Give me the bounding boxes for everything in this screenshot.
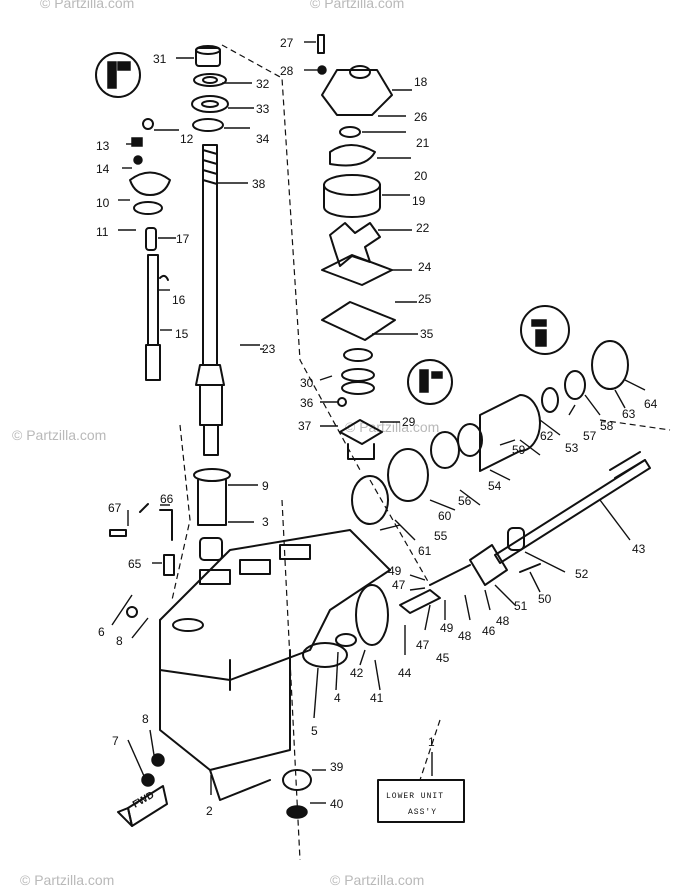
callout-22: 22 bbox=[416, 221, 430, 235]
callout-20: 20 bbox=[414, 169, 428, 183]
callout-35: 35 bbox=[420, 327, 434, 341]
fwd-label: FWD bbox=[131, 790, 156, 811]
callout-7: 7 bbox=[112, 734, 119, 748]
callout-40: 40 bbox=[330, 797, 344, 811]
bearing-stack bbox=[191, 45, 229, 132]
callout-47a: 47 bbox=[392, 578, 406, 592]
callout-27: 27 bbox=[280, 36, 294, 50]
callout-58: 58 bbox=[600, 419, 614, 433]
callout-65: 65 bbox=[128, 557, 142, 571]
callout-45: 45 bbox=[436, 651, 450, 665]
callout-52: 52 bbox=[575, 567, 589, 581]
callout-61: 61 bbox=[418, 544, 432, 558]
drive-shaft bbox=[195, 144, 225, 456]
callout-42: 42 bbox=[350, 666, 364, 680]
callout-44: 44 bbox=[398, 666, 412, 680]
callout-54: 54 bbox=[488, 479, 502, 493]
callout-26: 26 bbox=[414, 110, 428, 124]
callout-49b: 49 bbox=[440, 621, 454, 635]
callout-51: 51 bbox=[514, 599, 528, 613]
callout-28: 28 bbox=[280, 64, 294, 78]
callout-18: 18 bbox=[414, 75, 428, 89]
assembly-label-line1: LOWER UNIT bbox=[386, 792, 444, 801]
callout-8a: 8 bbox=[116, 634, 123, 648]
water-pump-assembly bbox=[317, 34, 453, 460]
callout-64: 64 bbox=[644, 397, 658, 411]
callout-32: 32 bbox=[256, 77, 270, 91]
callout-60: 60 bbox=[438, 509, 452, 523]
callout-62: 62 bbox=[540, 429, 554, 443]
callout-numbers: 2 3 4 5 6 7 8 8 9 10 11 12 13 14 15 16 1… bbox=[96, 36, 658, 818]
callout-56: 56 bbox=[458, 494, 472, 508]
propeller-shaft-assembly bbox=[302, 305, 651, 668]
leader-lines bbox=[111, 41, 646, 804]
watermark-bottom-left: © Partzilla.com bbox=[20, 872, 114, 888]
callout-17: 17 bbox=[176, 232, 190, 246]
callout-67: 67 bbox=[108, 501, 122, 515]
watermark-bottom-center: © Partzilla.com bbox=[330, 872, 424, 888]
callout-4: 4 bbox=[334, 691, 341, 705]
callout-8b: 8 bbox=[142, 712, 149, 726]
callout-41: 41 bbox=[370, 691, 384, 705]
callout-5: 5 bbox=[311, 724, 318, 738]
callout-9: 9 bbox=[262, 479, 269, 493]
callout-34: 34 bbox=[256, 132, 270, 146]
callout-31: 31 bbox=[153, 52, 167, 66]
callout-23: 23 bbox=[262, 342, 276, 356]
callout-50: 50 bbox=[538, 592, 552, 606]
assembly-label-line2: ASS'Y bbox=[408, 808, 437, 817]
callout-1: 1 bbox=[428, 735, 435, 749]
watermark-mid-left: © Partzilla.com bbox=[12, 427, 106, 443]
callout-11: 11 bbox=[96, 225, 109, 239]
callout-47b: 47 bbox=[416, 638, 430, 652]
callout-33: 33 bbox=[256, 102, 270, 116]
callout-16: 16 bbox=[172, 293, 186, 307]
callout-48b: 48 bbox=[496, 614, 510, 628]
callout-43: 43 bbox=[632, 542, 646, 556]
fwd-arrow: FWD bbox=[117, 785, 168, 827]
watermark-top-left: © Partzilla.com bbox=[40, 0, 134, 11]
callout-48a: 48 bbox=[458, 629, 472, 643]
callout-14: 14 bbox=[96, 162, 110, 176]
callout-55: 55 bbox=[434, 529, 448, 543]
callout-12: 12 bbox=[180, 132, 194, 146]
callout-24: 24 bbox=[418, 260, 432, 274]
callout-59: 59 bbox=[512, 443, 526, 457]
callout-3: 3 bbox=[262, 515, 269, 529]
callout-15: 15 bbox=[175, 327, 189, 341]
callout-38: 38 bbox=[252, 177, 266, 191]
watermark-mid-center: © Partzilla.com bbox=[345, 419, 439, 435]
callout-10: 10 bbox=[96, 196, 110, 210]
callout-39: 39 bbox=[330, 760, 344, 774]
watermark-top-right: © Partzilla.com bbox=[310, 0, 404, 11]
sleeve-and-bushing bbox=[193, 468, 231, 561]
callout-37: 37 bbox=[298, 419, 312, 433]
callout-29: 29 bbox=[402, 415, 416, 429]
callout-6: 6 bbox=[98, 625, 105, 639]
assembly-label-box: 1 LOWER UNIT ASS'Y bbox=[377, 735, 465, 823]
callout-53: 53 bbox=[565, 441, 579, 455]
callout-13: 13 bbox=[96, 139, 110, 153]
callout-36: 36 bbox=[300, 396, 314, 410]
callout-46: 46 bbox=[482, 624, 496, 638]
small-fasteners bbox=[109, 503, 312, 819]
shift-rod-assembly bbox=[95, 52, 171, 381]
callout-66: 66 bbox=[160, 492, 174, 506]
callout-30: 30 bbox=[300, 376, 314, 390]
callout-49a: 49 bbox=[388, 564, 402, 578]
callout-25: 25 bbox=[418, 292, 432, 306]
callout-63: 63 bbox=[622, 407, 636, 421]
callout-19: 19 bbox=[412, 194, 426, 208]
callout-2: 2 bbox=[206, 804, 213, 818]
callout-57: 57 bbox=[583, 429, 597, 443]
lower-unit-housing bbox=[159, 529, 391, 801]
callout-21: 21 bbox=[416, 136, 430, 150]
assembly-guide-lines bbox=[171, 44, 671, 861]
